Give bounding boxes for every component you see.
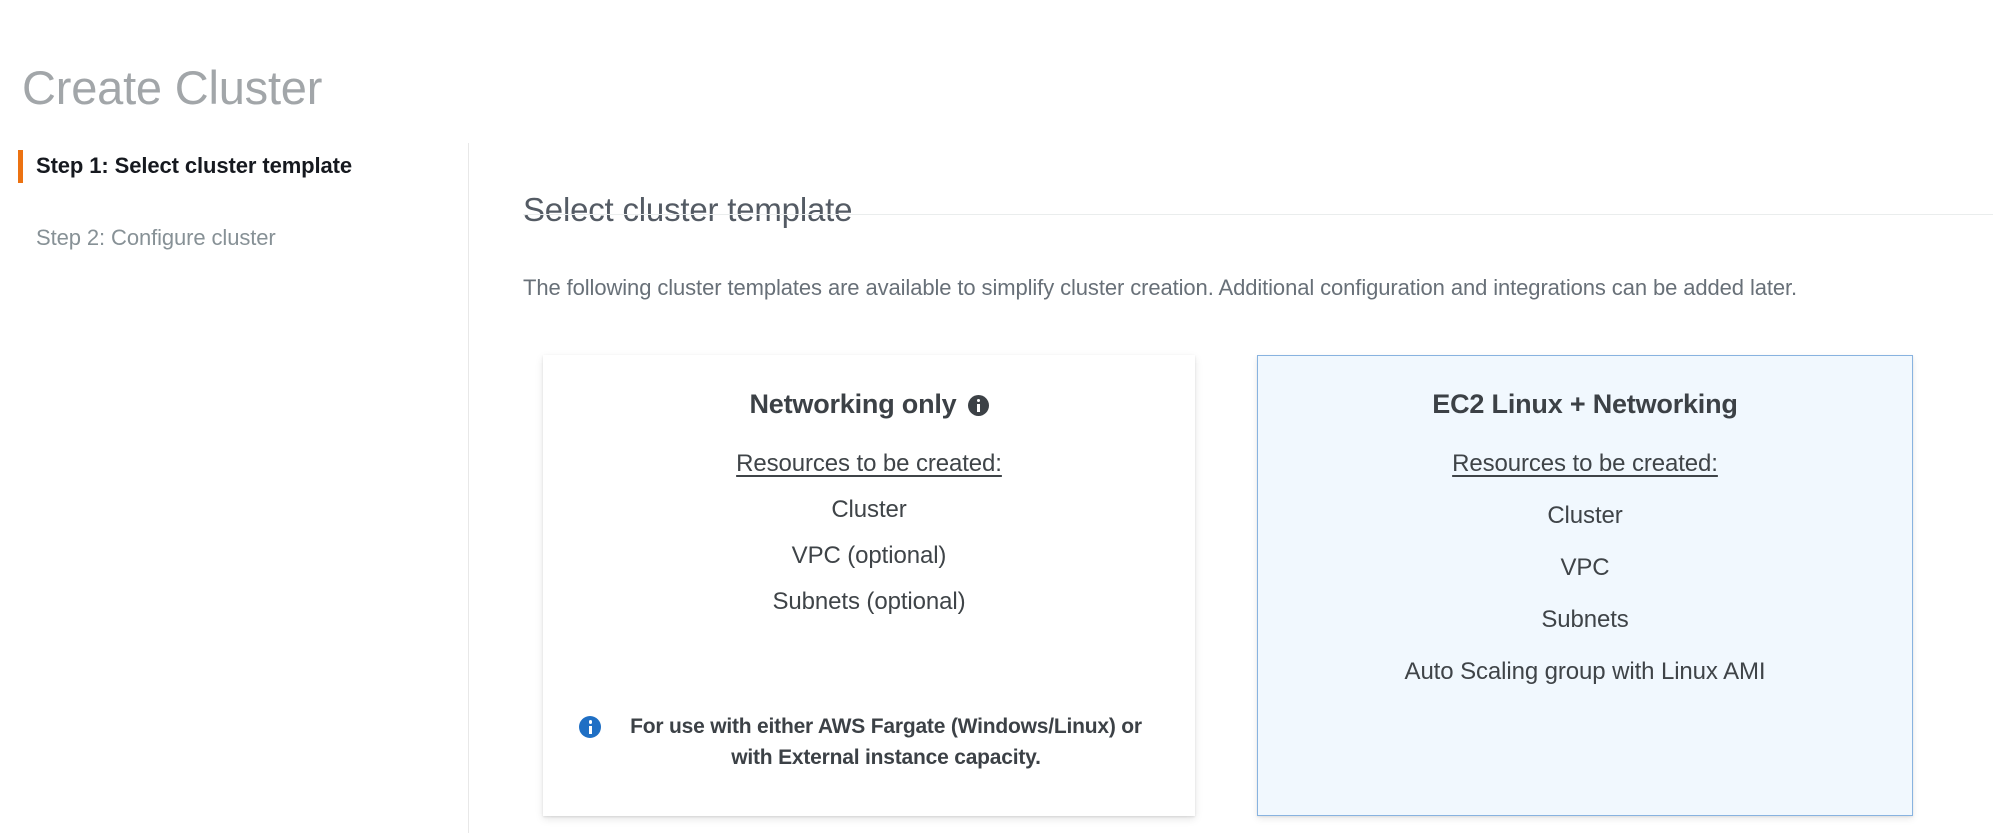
- sidebar-divider: [468, 143, 469, 833]
- resources-label: Resources to be created:: [1452, 450, 1718, 477]
- template-card-networking-only-title: Networking only: [749, 386, 989, 422]
- resource-item: Subnets (optional): [772, 588, 966, 615]
- section-heading: Select cluster template: [523, 191, 853, 229]
- sidebar-item-step-1[interactable]: Step 1: Select cluster template: [0, 150, 468, 183]
- resource-item: Cluster: [831, 496, 907, 523]
- page-title: Create Cluster: [22, 61, 323, 115]
- template-card-footnote: For use with either AWS Fargate (Windows…: [579, 711, 1159, 773]
- template-card-networking-only[interactable]: Networking only Resources to be created:…: [543, 355, 1195, 816]
- active-step-marker: [18, 150, 23, 183]
- resource-item: VPC: [1560, 554, 1610, 581]
- template-card-ec2-linux-networking[interactable]: EC2 Linux + Networking Resources to be c…: [1257, 355, 1913, 816]
- info-icon-blue: [579, 716, 601, 738]
- template-card-ec2-linux-networking-title: EC2 Linux + Networking: [1432, 389, 1738, 419]
- resource-item: VPC (optional): [791, 542, 947, 569]
- sidebar-item-step-2-label: Step 2: Configure cluster: [36, 225, 276, 250]
- info-icon[interactable]: [967, 394, 989, 416]
- template-card-footnote-text: For use with either AWS Fargate (Windows…: [630, 715, 1142, 769]
- section-description: The following cluster templates are avai…: [523, 275, 1798, 300]
- resource-item: Auto Scaling group with Linux AMI: [1404, 658, 1766, 685]
- sidebar-item-step-2[interactable]: Step 2: Configure cluster: [0, 224, 468, 252]
- resource-item: Cluster: [1547, 502, 1623, 529]
- wizard-steps-sidebar: Step 1: Select cluster template Step 2: …: [0, 143, 468, 833]
- sidebar-item-step-1-label: Step 1: Select cluster template: [36, 153, 353, 178]
- heading-divider: [523, 214, 1993, 215]
- resource-item: Subnets: [1541, 606, 1629, 633]
- resources-label: Resources to be created:: [736, 450, 1002, 477]
- template-card-networking-only-title-text: Networking only: [749, 389, 957, 419]
- main-content: Select cluster template The following cl…: [523, 143, 1993, 833]
- template-cards-container: Networking only Resources to be created:…: [543, 355, 1993, 825]
